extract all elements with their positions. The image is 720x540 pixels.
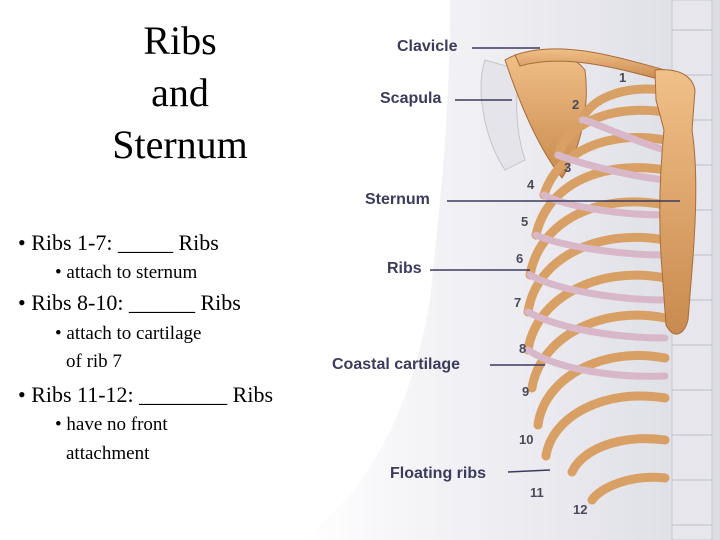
sub-bullet-no-front-cont: attachment [66, 443, 150, 464]
rib-cage-illustration: Clavicle Scapula Sternum Ribs Coastal ca… [300, 0, 720, 540]
rib-number: 4 [527, 177, 535, 192]
label-scapula: Scapula [380, 90, 442, 107]
bullet-true-ribs: • Ribs 1-7: _____ Ribs [18, 230, 219, 255]
label-sternum: Sternum [365, 191, 430, 208]
bullet-floating-ribs: • Ribs 11-12: ________ Ribs [18, 382, 274, 407]
sub-bullet-attach-sternum: • attach to sternum [55, 262, 198, 283]
pointer-lines [430, 47, 680, 473]
label-costal-cartilage: Coastal cartilage [332, 356, 461, 373]
bullet-false-ribs: • Ribs 8-10: ______ Ribs [18, 290, 241, 315]
rib-number: 9 [522, 384, 530, 399]
title-line-1: Ribs [143, 18, 217, 63]
label-ribs: Ribs [387, 260, 422, 277]
label-clavicle: Clavicle [397, 38, 458, 55]
title-line-2: and [151, 70, 209, 115]
rib-number: 10 [519, 432, 534, 447]
rib-cage-drawing [300, 0, 720, 540]
costal-cartilage [524, 116, 669, 380]
rib-number: 3 [564, 160, 572, 175]
sub-bullet-attach-cartilage-cont: of rib 7 [66, 351, 122, 372]
sub-bullet-attach-cartilage: • attach to cartilage [55, 323, 202, 344]
rib-number: 11 [530, 485, 544, 500]
sub-bullet-no-front: • have no front [55, 414, 168, 435]
label-floating-ribs: Floating ribs [390, 465, 486, 482]
rib-number: 6 [516, 251, 524, 266]
rib-number: 1 [619, 70, 627, 85]
rib-number: 7 [514, 295, 522, 310]
rib-number: 12 [573, 502, 588, 517]
sternum-bone [654, 69, 697, 335]
rib-number: 2 [572, 97, 580, 112]
rib-number: 8 [519, 341, 527, 356]
rib-number: 5 [521, 214, 529, 229]
title-line-3: Sternum [112, 122, 248, 167]
